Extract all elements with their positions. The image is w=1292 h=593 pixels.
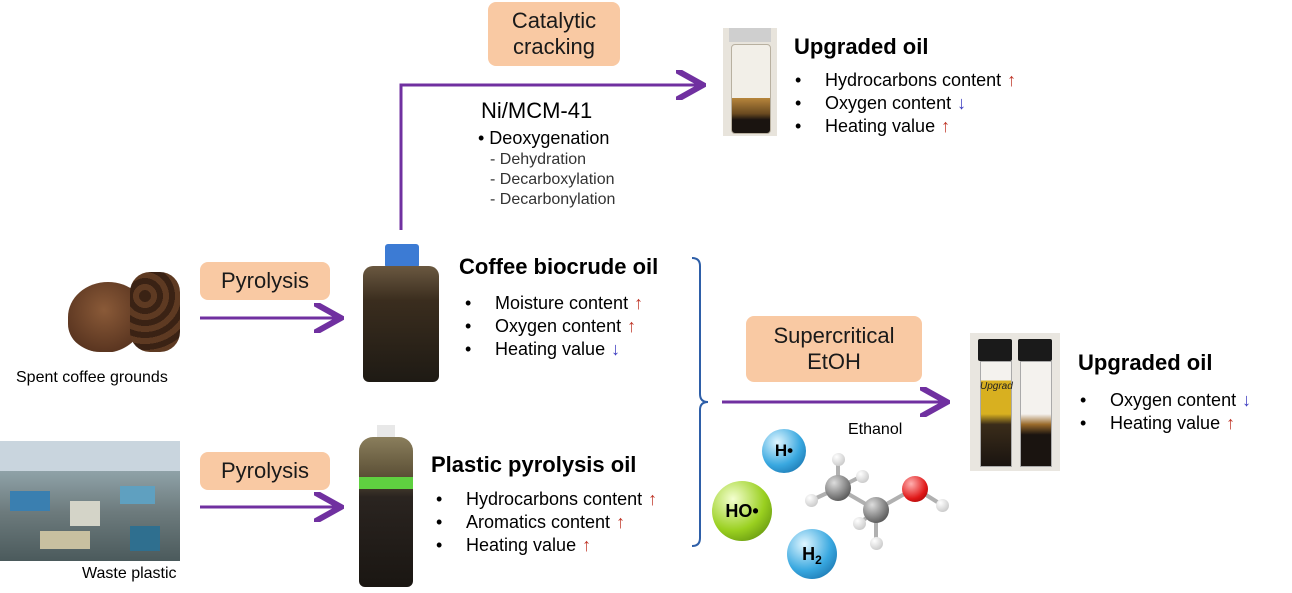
upgraded-oil-vial-top <box>723 28 777 136</box>
upgraded-oil-properties-right: •Oxygen content↓ •Heating value↑ <box>1080 389 1251 435</box>
plastic-oil-properties: •Hydrocarbons content↑ •Aromatics conten… <box>436 488 657 557</box>
list-item: •Heating value↓ <box>465 339 621 359</box>
vial-label: Upgrad <box>980 381 1013 392</box>
waste-plastic-image <box>0 441 180 561</box>
spent-coffee-image <box>68 262 180 366</box>
deox-item-dehydration: - Dehydration <box>490 151 587 168</box>
upgraded-oil-title-top: Upgraded oil <box>794 34 929 59</box>
list-item: •Heating value↑ <box>1080 413 1236 433</box>
list-item: •Hydrocarbons content↑ <box>795 70 1017 90</box>
pyrolysis-label-bottom: Pyrolysis <box>200 452 330 490</box>
hydrogen-atom <box>870 537 883 550</box>
coffee-oil-title: Coffee biocrude oil <box>459 254 659 279</box>
arrow-catalytic <box>399 85 700 230</box>
list-item: •Oxygen content↑ <box>465 316 637 336</box>
list-item: •Hydrocarbons content↑ <box>436 489 658 509</box>
coffee-oil-properties: •Moisture content↑ •Oxygen content↑ •Hea… <box>465 292 643 361</box>
hydrogen-atom <box>856 470 869 483</box>
hydrogen-atom <box>936 499 949 512</box>
h-radical-sphere: H• <box>762 429 806 473</box>
list-item: •Aromatics content↑ <box>436 512 626 532</box>
upgraded-oil-vials-right: Upgrad <box>970 333 1060 471</box>
list-item: •Oxygen content↓ <box>795 93 967 113</box>
pyrolysis-label-top: Pyrolysis <box>200 262 330 300</box>
plastic-oil-title: Plastic pyrolysis oil <box>431 452 637 477</box>
supercritical-etoh-label: Supercritical EtOH <box>746 316 922 382</box>
list-item: •Heating value↑ <box>436 535 592 555</box>
plastic-oil-bottle <box>353 425 419 587</box>
oxygen-atom <box>902 476 928 502</box>
coffee-oil-bottle <box>355 244 447 384</box>
carbon-atom <box>825 475 851 501</box>
catalytic-cracking-text: Catalytic cracking <box>511 8 597 59</box>
upgraded-oil-properties-top: •Hydrocarbons content↑ •Oxygen content↓ … <box>795 69 1016 138</box>
hydrogen-atom <box>805 494 818 507</box>
upgraded-oil-title-right: Upgraded oil <box>1078 350 1213 375</box>
list-item: •Moisture content↑ <box>465 293 644 313</box>
h-radical-label: H• <box>774 441 794 460</box>
bracket <box>691 257 709 547</box>
deox-item-decarboxylation: - Decarboxylation <box>490 171 615 188</box>
h2-label: H <box>802 543 816 564</box>
deoxygenation-title: • Deoxygenation <box>478 128 610 148</box>
waste-plastic-label: Waste plastic <box>82 565 177 582</box>
hydrogen-atom <box>832 453 845 466</box>
catalyst-name: Ni/MCM-41 <box>481 98 593 123</box>
spent-coffee-label: Spent coffee grounds <box>16 369 168 386</box>
deox-item-decarbonylation: - Decarbonylation <box>490 191 616 208</box>
list-item: •Oxygen content↓ <box>1080 390 1252 410</box>
supercritical-text: Supercritical EtOH <box>773 323 895 374</box>
catalytic-cracking-label: Catalytic cracking <box>488 2 620 66</box>
ethanol-label: Ethanol <box>848 421 903 438</box>
hydrogen-atom <box>853 517 866 530</box>
carbon-atom <box>863 497 889 523</box>
ho-radical-sphere: HO• <box>712 481 772 541</box>
h2-subscript: 2 <box>815 553 822 567</box>
ho-radical-label: HO• <box>725 500 759 521</box>
list-item: •Heating value↑ <box>795 116 951 136</box>
